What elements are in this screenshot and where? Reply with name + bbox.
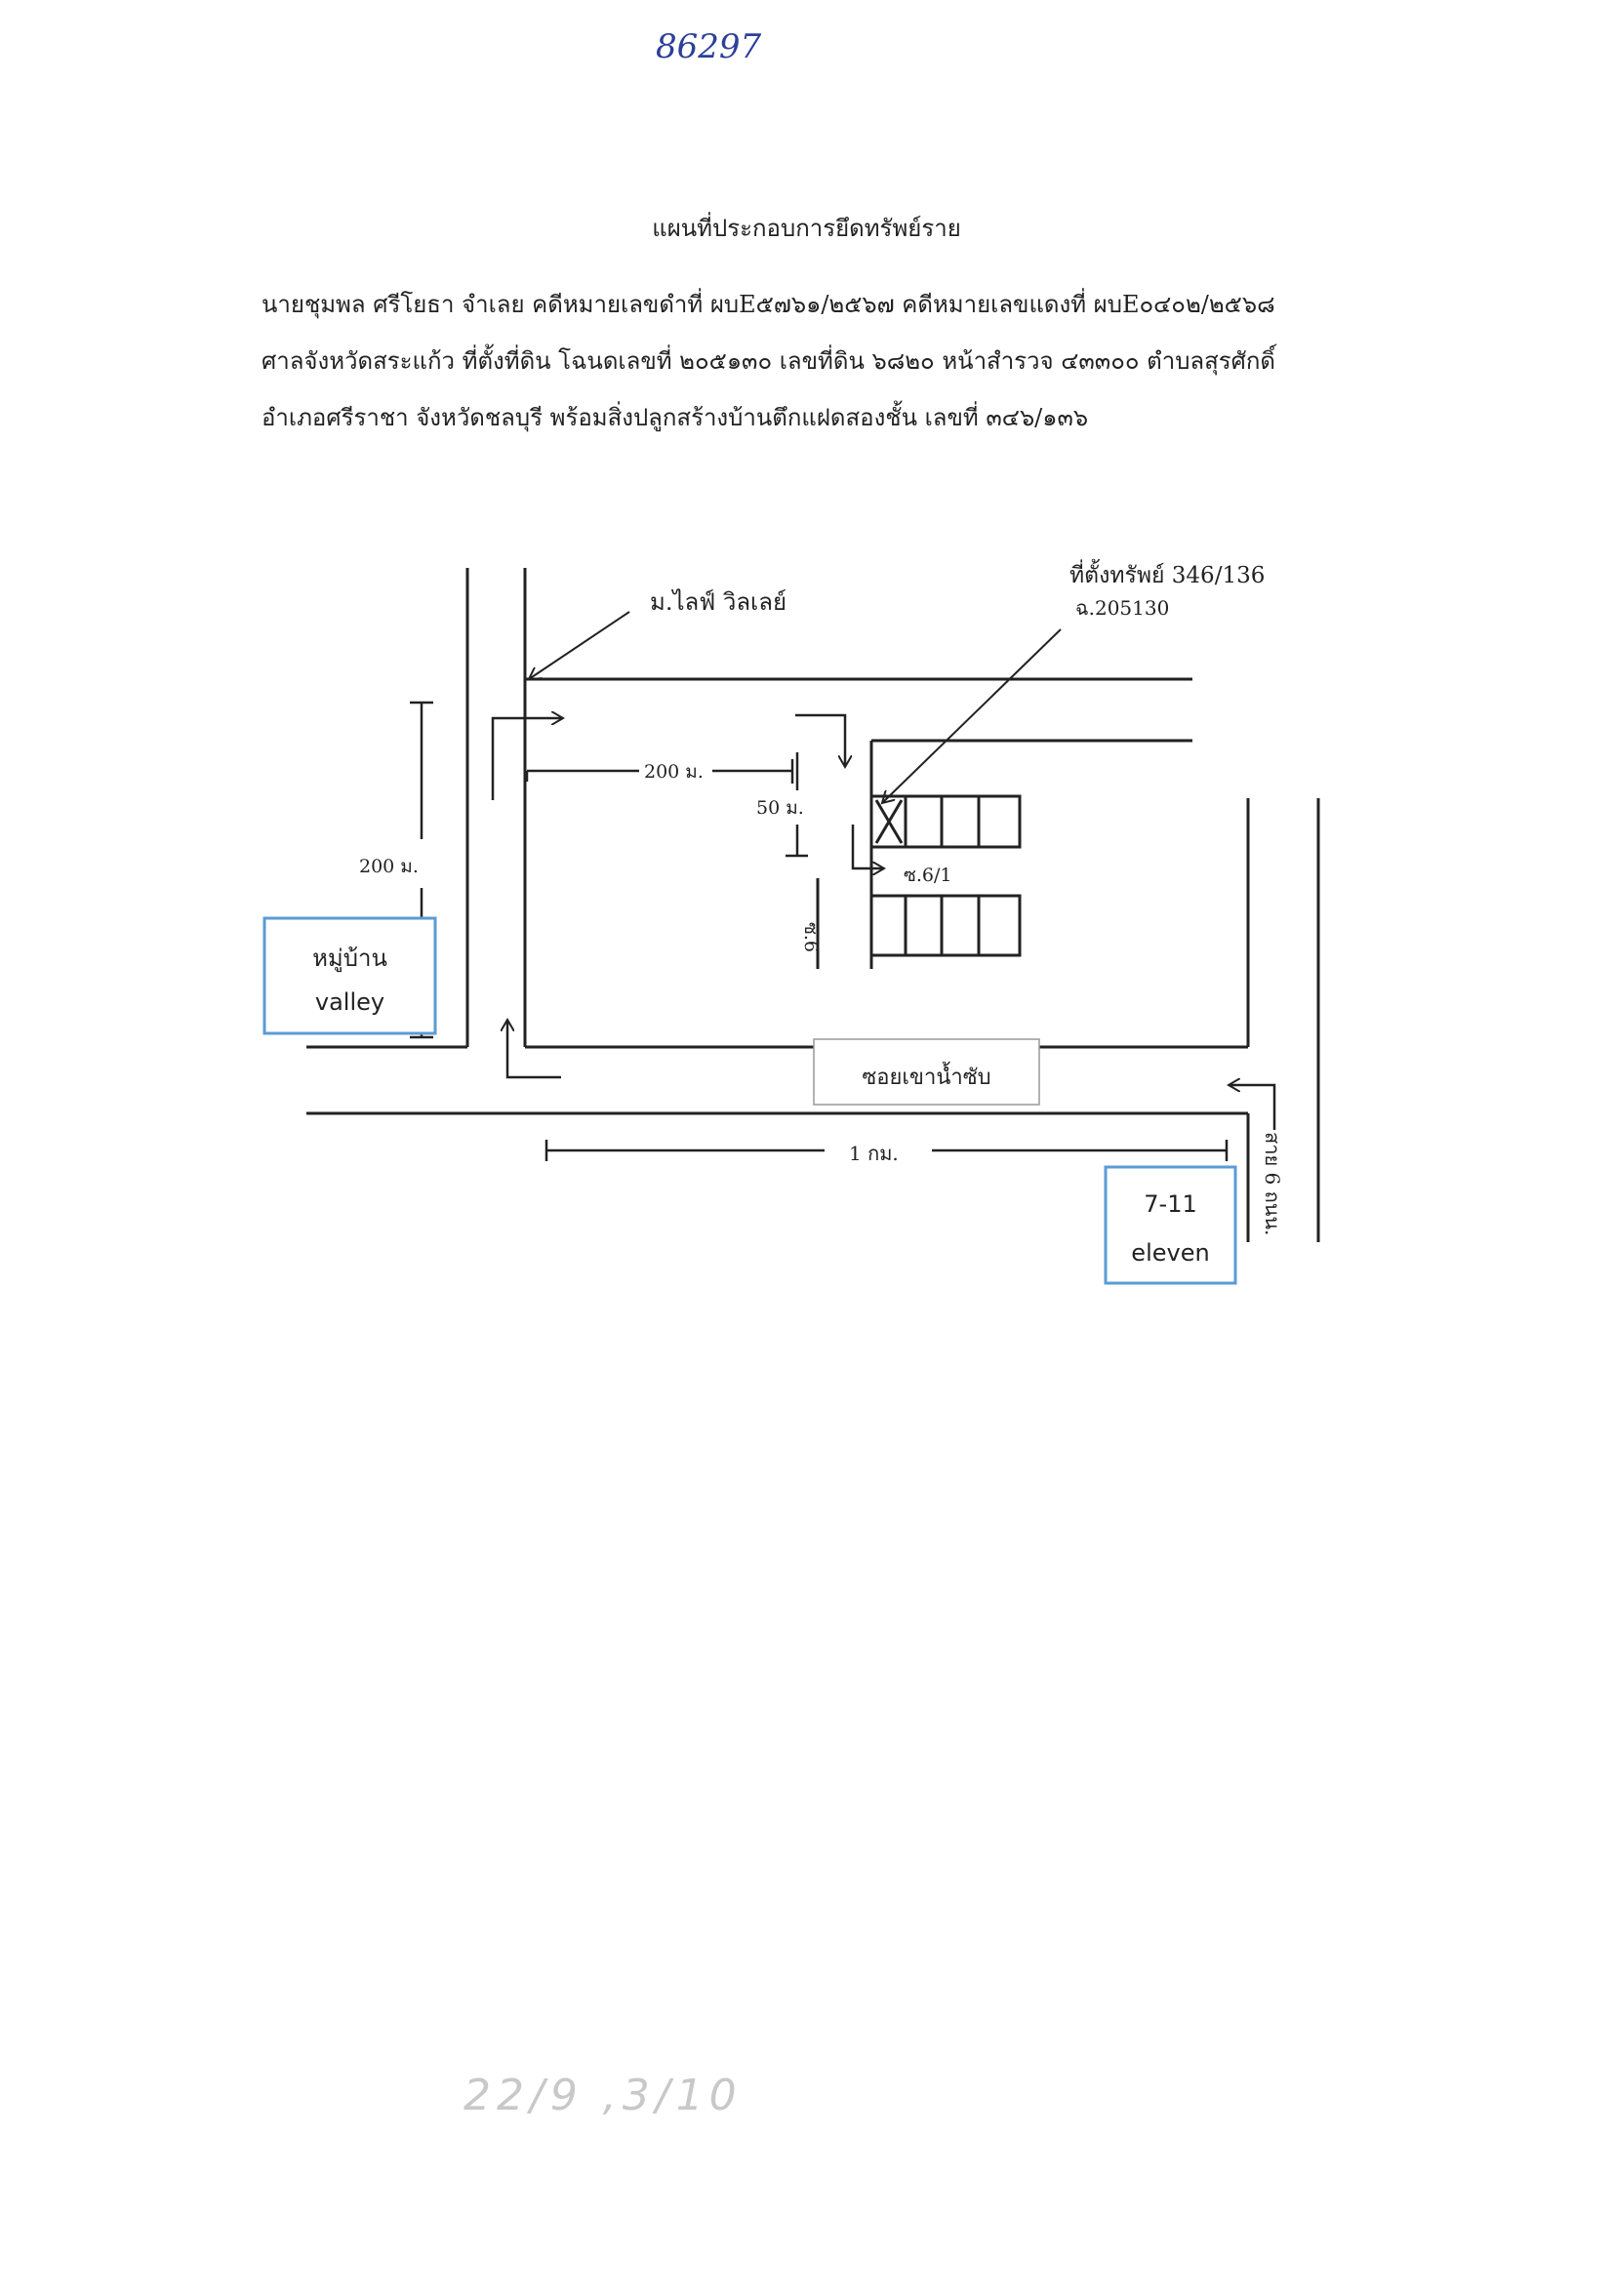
dimension-200m-horizontal: 200 ม. (644, 761, 704, 783)
soi-6-1-label: ซ.6/1 (904, 865, 952, 886)
document-title: แผนที่ประกอบการยึดทรัพย์ราย (652, 215, 961, 242)
store-landmark-line-1: 7-11 (1144, 1190, 1197, 1218)
paragraph-line-1: นายชุมพล ศรีโยธา จำเลย คดีหมายเลขดำที่ ผ… (262, 291, 1275, 318)
dimension-1km: 1 กม. (849, 1142, 899, 1165)
direction-arrow-highway (1229, 1085, 1276, 1130)
store-landmark-box (1104, 1165, 1237, 1285)
handwritten-date-note: 22/9 ,3/10 (464, 2071, 743, 2120)
property-pointer-arrow (882, 628, 1062, 803)
property-mark-cross (874, 799, 904, 844)
road-name-box (813, 1038, 1040, 1106)
paragraph-line-2: ศาลจังหวัดสระแก้ว ที่ตั้งที่ดิน โฉนดเลขท… (262, 347, 1276, 375)
handwritten-reference-number: 86297 (656, 27, 762, 66)
road-name-label: ซอยเขาน้ำซับ (862, 1066, 991, 1090)
village-landmark-box (262, 916, 437, 1035)
dimension-50m: 50 ม. (756, 797, 804, 819)
village-pointer-arrow (529, 611, 630, 679)
dimension-200m-vertical: 200 ม. (359, 856, 419, 877)
house-row-2 (869, 894, 1022, 957)
property-label: ที่ตั้งทรัพย์ 346/136 (1069, 563, 1266, 588)
paragraph-line-3: อำเภอศรีราชา จังหวัดชลบุรี พร้อมสิ่งปลูก… (262, 404, 1089, 431)
house-row-1 (869, 794, 1022, 849)
village-landmark-line-2: valley (314, 988, 385, 1016)
direction-arrow-soi-6-1 (851, 825, 884, 868)
highway-label: สาย 6 ถนน. (1261, 1132, 1284, 1236)
soi-6-label: ซ.6 (800, 922, 822, 953)
store-landmark-line-2: eleven (1131, 1239, 1210, 1267)
village-landmark-line-1: หมู่บ้าน (312, 945, 387, 972)
direction-arrow-top-left (491, 718, 563, 800)
village-name-label: ม.ไลฟ์ วิลเลย์ (650, 588, 787, 616)
direction-arrow-down (795, 713, 845, 767)
direction-arrow-bottom-left (507, 1020, 561, 1079)
deed-label: ฉ.205130 (1075, 596, 1170, 620)
